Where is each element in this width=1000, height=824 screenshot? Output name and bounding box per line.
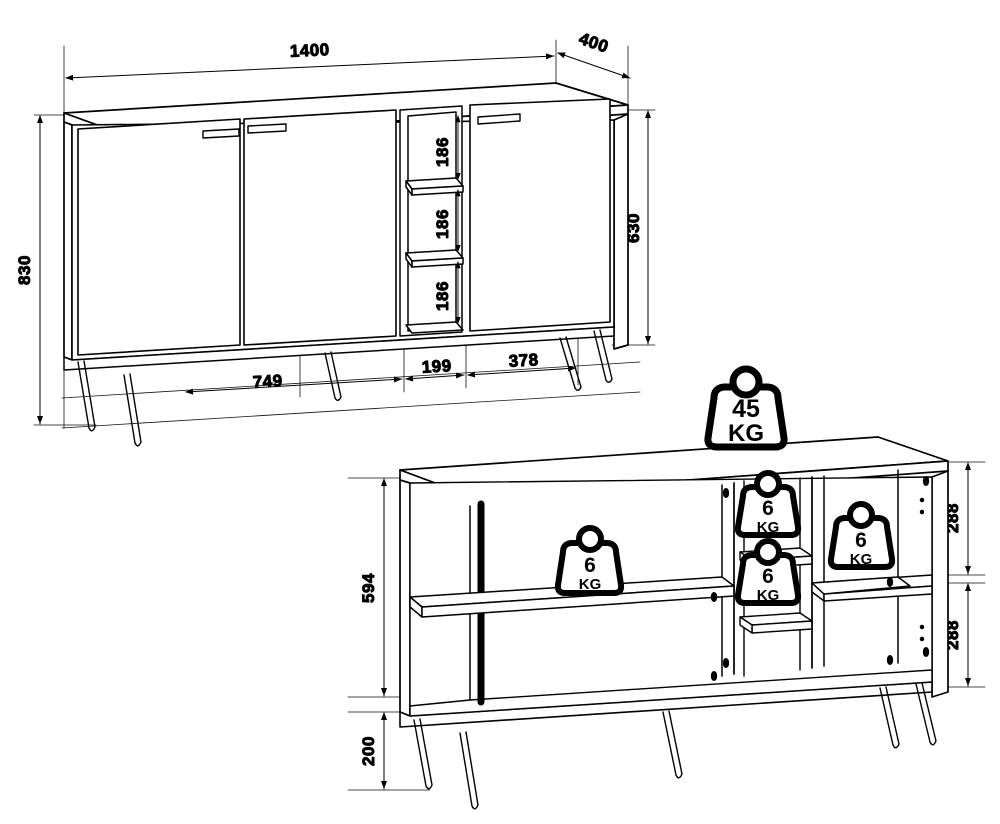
- base-board-open: [399, 681, 933, 728]
- dimension-1400: [65, 53, 555, 81]
- dimension-400-label: 400: [577, 29, 611, 57]
- right-side-panel: [613, 113, 629, 350]
- dimension-200-label: 200: [359, 736, 378, 766]
- load-badge-45kg-unit: KG: [728, 420, 764, 447]
- left-side-panel: [63, 121, 73, 361]
- left-side-panel-open: [399, 479, 411, 717]
- dimension-378: [467, 365, 577, 378]
- dimension-749: [185, 376, 403, 395]
- dimension-400: [557, 52, 631, 79]
- load-badge-6kg-left-unit: KG: [579, 576, 602, 593]
- dimension-1400-label: 1400: [289, 40, 330, 61]
- handle-door-left-2[interactable]: [247, 123, 287, 134]
- load-badge-6kg-center-upper-unit: KG: [757, 519, 780, 536]
- load-badge-6kg-center-lower-value: 6: [762, 565, 774, 588]
- dimension-186-bottom-label: 186: [433, 281, 452, 311]
- load-badge-6kg-right-value: 6: [855, 529, 867, 552]
- load-badge-6kg-center-lower-unit: KG: [757, 587, 780, 604]
- right-side-panel-open: [931, 470, 949, 698]
- legs-open-view: [413, 682, 937, 810]
- legs-closed-view: [77, 329, 613, 447]
- load-badge-6kg-center-upper-value: 6: [762, 497, 774, 520]
- load-badge-45kg: 45 KG: [704, 365, 788, 451]
- door-right[interactable]: [469, 98, 611, 332]
- dimension-199: [405, 372, 465, 382]
- open-cabinet-view: 594 200 288 288: [347, 365, 986, 810]
- bottom-dim-rail: [61, 361, 641, 429]
- door-left-2[interactable]: [243, 109, 397, 346]
- bottom-inner-board: [409, 669, 933, 717]
- dimension-186-middle-label: 186: [433, 209, 452, 239]
- dimension-199-label: 199: [421, 356, 452, 377]
- center-open-niche: [399, 105, 464, 337]
- load-badge-45kg-value: 45: [732, 395, 760, 423]
- closed-cabinet-view: 1400 400 830 630: [15, 28, 656, 447]
- dimension-378-label: 378: [508, 350, 539, 371]
- load-badge-6kg-left: 6 KG: [554, 525, 625, 596]
- handle-door-left-1[interactable]: [202, 128, 240, 139]
- load-badge-6kg-right-unit: KG: [850, 551, 873, 568]
- door-left-1[interactable]: [77, 118, 241, 356]
- load-badge-6kg-right: 6 KG: [827, 501, 896, 570]
- dimension-830-label: 830: [15, 255, 34, 285]
- base-rail: [63, 326, 615, 371]
- assembly-holes: [710, 475, 930, 682]
- load-badge-6kg-center-upper: 6 KG: [734, 470, 802, 538]
- dimension-749-label: 749: [252, 371, 283, 392]
- load-badge-6kg-left-value: 6: [584, 554, 596, 577]
- dimension-186-top-label: 186: [433, 137, 452, 167]
- handle-door-right[interactable]: [477, 113, 521, 125]
- dimension-594-label: 594: [359, 573, 378, 603]
- load-badge-6kg-center-lower: 6 KG: [734, 538, 802, 606]
- right-bay: [811, 469, 933, 669]
